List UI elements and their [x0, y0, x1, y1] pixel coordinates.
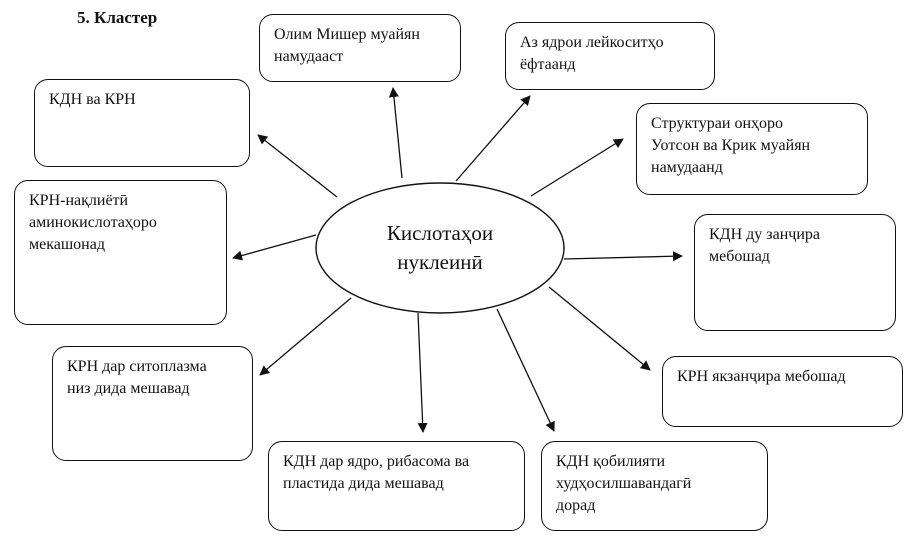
arrow-to-misher	[388, 87, 403, 179]
box-dna-rna: КДН ва КРН	[34, 79, 250, 167]
arrow-to-nucleus	[417, 312, 428, 433]
page-title: 5. Кластер	[77, 8, 158, 27]
box-discovery-misher: Олим Мишер муайян намудааст	[259, 14, 461, 82]
box-dna-double-strand: КДН ду занҷира мебошад	[694, 214, 896, 331]
arrow-to-double-strand	[563, 251, 683, 262]
box-text: КДН қобилияти худҳосилшавандагӣ дорад	[556, 453, 692, 514]
box-watson-crick: Структураи онҳоро Уотсон ва Крик муайян …	[636, 103, 868, 195]
arrow-to-single-strand	[548, 286, 651, 371]
arrow-to-self-replication	[496, 308, 555, 432]
arrow-to-dna-rna	[257, 134, 338, 198]
arrow-to-leukocytes	[455, 95, 531, 182]
box-text: Структураи онҳоро Уотсон ва Крик муайян …	[651, 115, 811, 176]
box-text: КРН якзанҷира мебошад	[677, 368, 846, 385]
arrows-group	[232, 87, 683, 433]
arrow-to-transport-rna	[232, 234, 317, 261]
box-transport-rna: КРН-нақлиётӣ аминокислотаҳоро мекашонад	[14, 180, 227, 325]
box-text: Олим Мишер муайян намудааст	[274, 26, 420, 65]
box-dna-nucleus: КДН дар ядро, рибасома ва пластида дида …	[268, 441, 525, 531]
box-text: КРН-нақлиётӣ аминокислотаҳоро мекашонад	[29, 192, 157, 253]
box-leukocytes: Аз ядрои лейкоситҳо ёфтаанд	[505, 22, 715, 90]
box-text: КДН ду занҷира мебошад	[709, 226, 820, 265]
center-ellipse	[315, 182, 565, 314]
box-rna-cytoplasm: КРН дар ситоплазма низ дида мешавад	[52, 346, 253, 461]
box-text: КРН дар ситоплазма низ дида мешавад	[67, 358, 207, 397]
box-dna-self-replication: КДН қобилияти худҳосилшавандагӣ дорад	[541, 441, 768, 531]
box-rna-single-strand: КРН якзанҷира мебошад	[662, 356, 903, 427]
box-text: КДН ва КРН	[49, 91, 136, 108]
box-text: КДН дар ядро, рибасома ва пластида дида …	[283, 453, 470, 492]
box-text: Аз ядрои лейкоситҳо ёфтаанд	[520, 34, 664, 73]
arrow-to-watson-crick	[530, 138, 624, 197]
arrow-to-cytoplasm	[259, 297, 352, 376]
